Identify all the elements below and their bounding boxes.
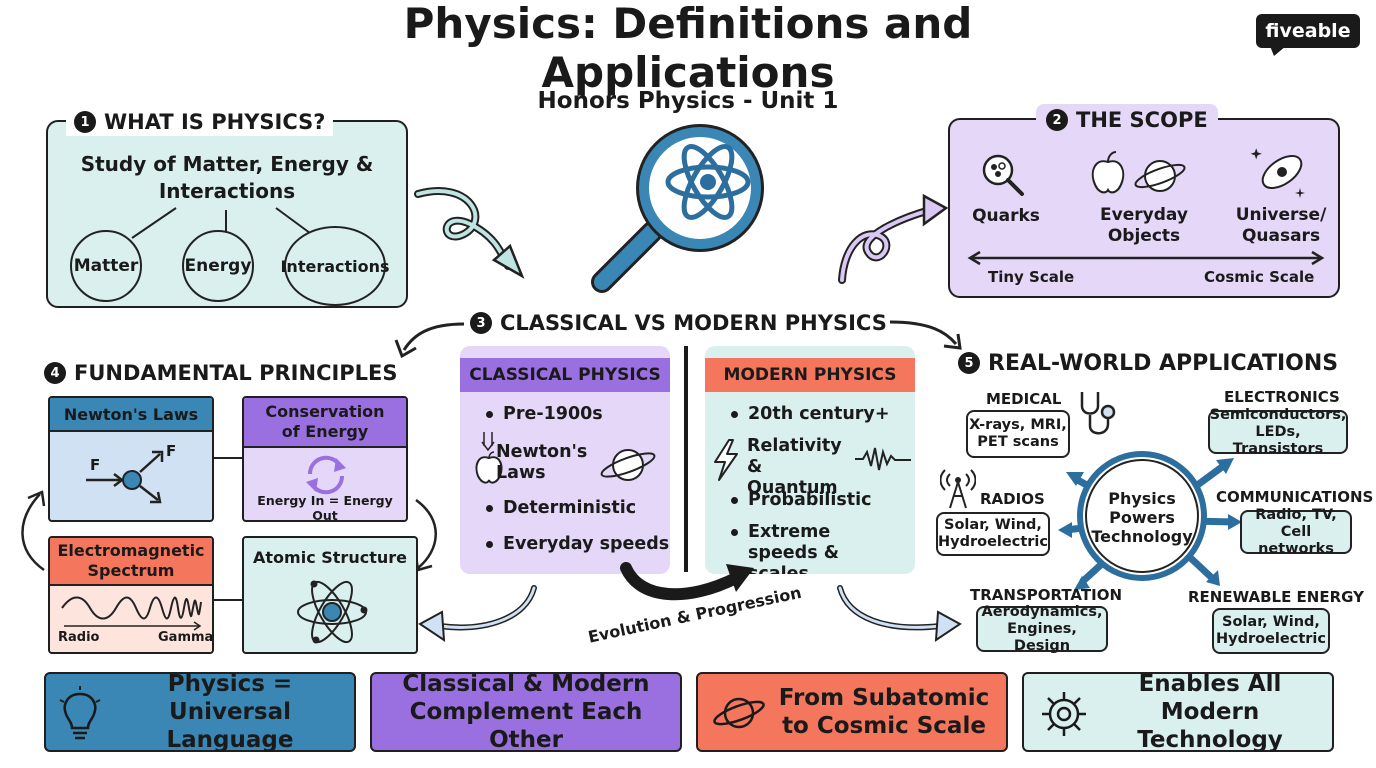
page-title: Physics: Definitions and Applications <box>403 0 973 97</box>
force-label-left: F <box>90 456 101 474</box>
section-3-number: 3 <box>470 312 492 334</box>
scale-arrow <box>967 250 1325 266</box>
section-1-title-text: WHAT IS PHYSICS? <box>104 110 326 134</box>
recycle-arrows-icon <box>306 455 346 495</box>
concept-matter: Matter <box>70 230 142 302</box>
classical-header: CLASSICAL PHYSICS <box>460 358 670 392</box>
hub-label: Physics Powers Technology <box>1091 488 1193 546</box>
modern-item: Probabilistic <box>725 490 872 511</box>
section-1-number: 1 <box>74 111 96 133</box>
app-renewable-detail: Solar, Wind, Hydroelectric <box>1212 608 1330 654</box>
brand-logo: fiveable <box>1256 14 1360 48</box>
atomic-title: Atomic Structure <box>253 547 407 567</box>
app-electronics-label: ELECTRONICS <box>1224 388 1340 406</box>
classical-panel: CLASSICAL PHYSICS Pre-1900s Newton's Law… <box>460 346 670 574</box>
modern-header: MODERN PHYSICS <box>705 358 915 392</box>
section-3-side-arrows <box>394 320 962 359</box>
radio-tower-icon <box>940 469 976 509</box>
lower-arrows <box>418 585 962 642</box>
em-gamma-label: Gamma <box>158 630 214 645</box>
section-4-title-text: FUNDAMENTAL PRINCIPLES <box>74 361 398 385</box>
section-what-is-physics: Study of Matter, Energy & Interactions M… <box>46 120 408 308</box>
scope-quarks: Quarks <box>972 206 1040 226</box>
classical-item: Everyday speeds <box>480 534 669 555</box>
classical-item: Pre-1900s <box>480 404 603 425</box>
scale-cosmic-label: Cosmic Scale <box>1204 268 1315 286</box>
magnifier-atom-icon <box>591 124 764 293</box>
modern-panel: MODERN PHYSICS 20th century+ Relativity … <box>705 346 915 574</box>
principle-em-spectrum: Electromagnetic Spectrum Radio Gamma <box>48 536 214 654</box>
app-renewable-label: RENEWABLE ENERGY <box>1188 588 1364 606</box>
section-2-title: 2 THE SCOPE <box>1036 104 1218 136</box>
gear-icon <box>1042 692 1086 736</box>
section-2-title-text: THE SCOPE <box>1076 108 1208 132</box>
scope-everyday-objects: Everyday Objects <box>1100 205 1188 246</box>
footer-modern-technology: Enables All Modern Technology <box>1022 671 1334 753</box>
section-1-title: 1 WHAT IS PHYSICS? <box>66 108 334 136</box>
modern-item: Extreme speeds & scales <box>725 522 905 574</box>
stethoscope-icon <box>1080 392 1116 435</box>
section-5-number: 5 <box>958 352 980 374</box>
section-3-title: 3 CLASSICAL VS MODERN PHYSICS <box>470 308 887 338</box>
concept-interactions: Interactions <box>280 226 390 306</box>
principle-newtons-laws: Newton's Laws F F <box>48 396 214 522</box>
evolution-arrow <box>620 562 754 601</box>
brand-logo-tail <box>1270 46 1286 56</box>
app-medical-label: MEDICAL <box>986 390 1062 408</box>
app-transportation-label: TRANSPORTATION <box>970 586 1122 604</box>
apple-planet-icon <box>1091 151 1186 194</box>
scope-universe: Universe/ Quasars <box>1235 205 1327 246</box>
em-radio-label: Radio <box>58 630 100 645</box>
section-5-title-text: REAL-WORLD APPLICATIONS <box>988 350 1339 376</box>
galaxy-icon <box>1250 148 1305 198</box>
app-communications-label: COMMUNICATIONS <box>1216 488 1374 506</box>
quark-magnifier-icon <box>982 154 1024 196</box>
section-2-number: 2 <box>1046 109 1068 131</box>
app-radios-detail: Solar, Wind, Hydroelectric <box>936 512 1050 556</box>
section-4-title: 4 FUNDAMENTAL PRINCIPLES <box>44 358 398 388</box>
force-label-right: F <box>166 442 177 460</box>
scale-tiny-label: Tiny Scale <box>988 268 1075 286</box>
section-3-title-text: CLASSICAL VS MODERN PHYSICS <box>500 311 887 335</box>
newton-title: Newton's Laws <box>50 398 212 432</box>
classical-item: Newton's Laws <box>496 442 588 483</box>
footer-complement: Classical & Modern Complement Each Other <box>370 671 682 753</box>
section-the-scope: Quarks Everyday Objects Universe/ Quasar… <box>948 118 1340 298</box>
wave-icon <box>855 447 911 471</box>
atom-icon <box>297 580 368 644</box>
classical-item: Deterministic <box>480 498 636 519</box>
lightbulb-icon <box>59 686 101 740</box>
falling-apple-icon <box>475 432 503 484</box>
planet-icon <box>600 449 656 481</box>
principle-conservation-energy: Conservation of Energy Energy In = Energ… <box>242 396 408 522</box>
technology-hub <box>1058 451 1242 590</box>
physics-definition: Study of Matter, Energy & Interactions <box>80 152 374 203</box>
footer-universal-language: Physics = Universal Language <box>44 671 356 753</box>
em-wave-icon <box>61 596 202 631</box>
app-radios-label: RADIOS <box>980 490 1045 508</box>
planet-icon <box>713 697 765 729</box>
section-4-number: 4 <box>44 362 66 384</box>
modern-item: 20th century+ <box>725 404 890 425</box>
force-diagram-icon <box>86 450 164 504</box>
page-subtitle: Honors Physics - Unit 1 <box>537 88 839 114</box>
concept-energy: Energy <box>182 230 254 302</box>
app-medical-detail: X-rays, MRI, PET scans <box>966 410 1070 458</box>
curly-arrow-left <box>414 187 525 279</box>
em-title: Electromagnetic Spectrum <box>50 538 212 586</box>
footer-subatomic-cosmic: From Subatomic to Cosmic Scale <box>696 672 1008 752</box>
principle-atomic-structure: Atomic Structure <box>242 536 418 654</box>
app-communications-detail: Radio, TV, Cell networks <box>1240 507 1352 557</box>
app-electronics-detail: Semiconductors, LEDs, Transistors <box>1208 406 1348 457</box>
conservation-caption: Energy In = Energy Out <box>257 493 393 522</box>
conservation-title: Conservation of Energy <box>244 398 406 448</box>
modern-item: Relativity & Quantum <box>747 436 842 498</box>
app-transportation-detail: Aerodynamics, Engines, Design <box>976 604 1108 654</box>
curly-arrow-right <box>838 193 949 284</box>
classical-modern-divider <box>684 346 688 572</box>
section-5-title: 5 REAL-WORLD APPLICATIONS <box>958 348 1338 378</box>
lightning-icon <box>714 439 738 481</box>
